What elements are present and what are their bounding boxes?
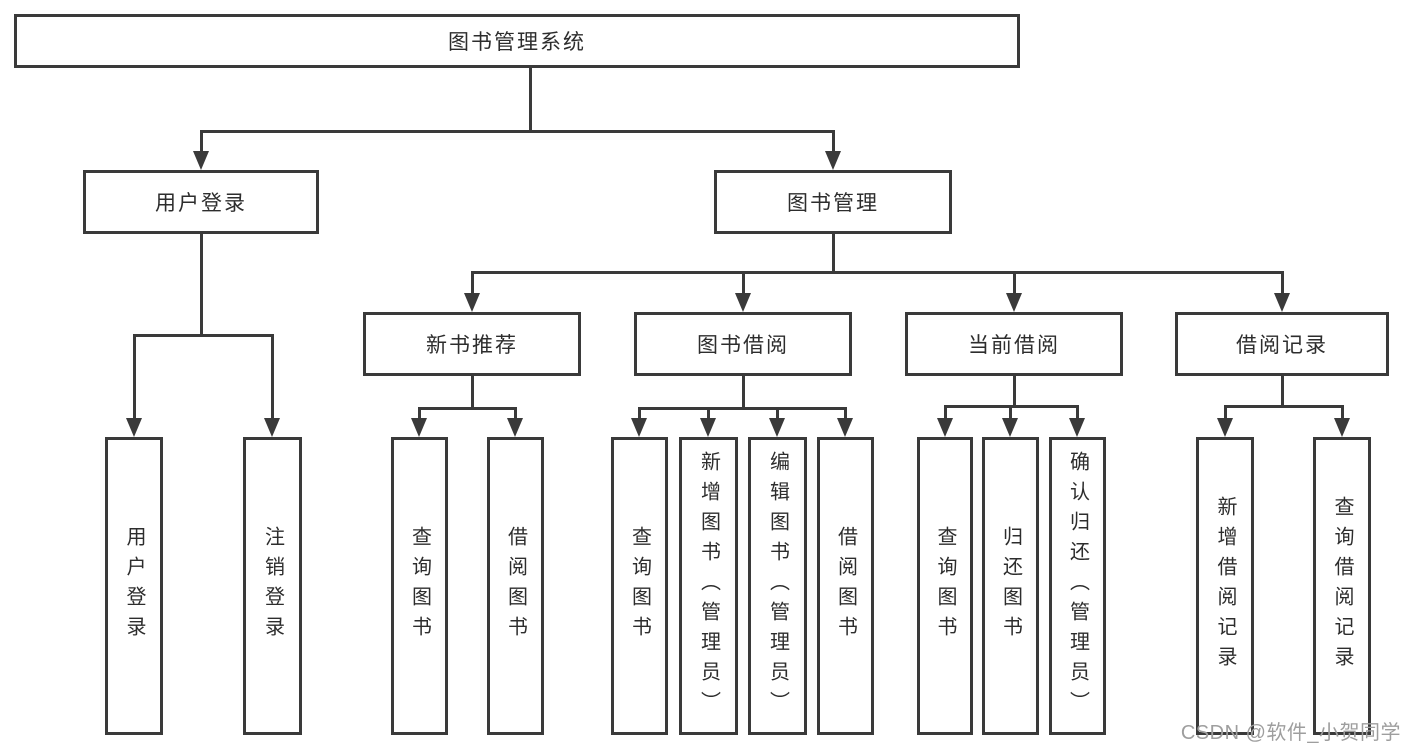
connector-borrow-record-drop <box>1281 376 1284 407</box>
node-leaf-query-book-current-label: 查询图书 <box>934 526 956 646</box>
connector-leaf-edit-book-stem <box>776 407 779 420</box>
connector-leaf-add-rec-stem <box>1224 405 1227 420</box>
node-leaf-borrow-book-rec-label: 借阅图书 <box>504 526 527 646</box>
node-leaf-borrow-book-rec: 借阅图书 <box>487 437 544 735</box>
arrow-to-leaf-borrow2 <box>837 418 853 437</box>
node-leaf-query-book-borrow-label: 查询图书 <box>628 526 651 646</box>
connector-leaf-return-stem <box>1009 405 1012 420</box>
arrow-to-leaf-borrow1 <box>507 418 523 437</box>
connector-book-mgmt-drop <box>832 234 835 272</box>
node-leaf-query-book-current: 查询图书 <box>917 437 973 735</box>
arrow-to-leaf-logout <box>264 418 280 437</box>
node-book-mgmt-label: 图书管理 <box>787 192 879 215</box>
node-book-mgmt: 图书管理 <box>714 170 952 234</box>
node-leaf-edit-book-label: 编辑图书（管理员） <box>766 451 789 721</box>
arrow-to-leaf-login <box>126 418 142 437</box>
node-leaf-add-book: 新增图书（管理员） <box>679 437 738 735</box>
node-leaf-user-login-label: 用户登录 <box>123 526 145 646</box>
node-new-book-rec: 新书推荐 <box>363 312 581 376</box>
connector-leaf-query1-stem <box>418 407 421 420</box>
connector-leaf-query3-stem <box>944 405 947 420</box>
arrow-to-leaf-add-book <box>700 418 716 437</box>
node-current-borrow-label: 当前借阅 <box>968 334 1060 357</box>
connector-user-group-hline <box>133 334 273 337</box>
node-root: 图书管理系统 <box>14 14 1020 68</box>
node-leaf-return-book: 归还图书 <box>982 437 1039 735</box>
connector-borrow-group-hline <box>638 407 846 410</box>
node-leaf-confirm-return: 确认归还（管理员） <box>1049 437 1106 735</box>
node-leaf-return-book-label: 归还图书 <box>999 526 1022 646</box>
connector-user-login-stem <box>200 130 203 154</box>
arrow-to-borrow-record <box>1274 293 1290 312</box>
node-current-borrow: 当前借阅 <box>905 312 1123 376</box>
connector-leaf-query-rec-stem <box>1341 405 1344 420</box>
node-leaf-query-book-rec-label: 查询图书 <box>408 526 431 646</box>
connector-leaf-confirm-stem <box>1076 405 1079 420</box>
arrow-to-leaf-query-rec <box>1334 418 1350 437</box>
node-leaf-borrow-book-borrow-label: 借阅图书 <box>834 526 857 646</box>
arrow-to-new-book-rec <box>464 293 480 312</box>
node-book-borrow-label: 图书借阅 <box>697 334 789 357</box>
node-leaf-query-borrow-record: 查询借阅记录 <box>1313 437 1371 735</box>
node-new-book-rec-label: 新书推荐 <box>426 334 518 357</box>
connector-record-group-hline <box>1224 405 1343 408</box>
connector-leaf-login-stem <box>133 334 136 420</box>
connector-level2-hline <box>200 130 834 133</box>
connector-book-borrow-stem <box>742 271 745 295</box>
connector-leaf-borrow2-stem <box>844 407 847 420</box>
node-user-login: 用户登录 <box>83 170 319 234</box>
node-leaf-query-borrow-record-label: 查询借阅记录 <box>1331 496 1353 676</box>
node-user-login-label: 用户登录 <box>155 192 247 215</box>
connector-leaf-borrow1-stem <box>514 407 517 420</box>
node-leaf-query-book-borrow: 查询图书 <box>611 437 668 735</box>
node-leaf-user-login: 用户登录 <box>105 437 163 735</box>
arrow-to-user-login <box>193 151 209 170</box>
connector-root-stem <box>529 68 532 131</box>
connector-user-login-drop <box>200 234 203 335</box>
connector-level3-hline <box>471 271 1283 274</box>
arrow-to-book-borrow <box>735 293 751 312</box>
arrow-to-leaf-query3 <box>937 418 953 437</box>
arrow-to-leaf-edit-book <box>769 418 785 437</box>
arrow-to-book-mgmt <box>825 151 841 170</box>
connector-leaf-add-book-stem <box>707 407 710 420</box>
node-leaf-logout-label: 注销登录 <box>261 526 284 646</box>
connector-current-borrow-stem <box>1013 271 1016 295</box>
node-leaf-confirm-return-label: 确认归还（管理员） <box>1066 451 1089 721</box>
connector-leaf-query2-stem <box>638 407 641 420</box>
connector-new-book-rec-stem <box>471 271 474 295</box>
node-book-borrow: 图书借阅 <box>634 312 852 376</box>
connector-new-book-rec-drop <box>471 376 474 408</box>
csdn-watermark: CSDN @软件_小贺同学 <box>1180 722 1401 744</box>
node-leaf-logout: 注销登录 <box>243 437 302 735</box>
node-leaf-borrow-book-borrow: 借阅图书 <box>817 437 874 735</box>
connector-book-mgmt-stem <box>832 130 835 154</box>
connector-rec-group-hline <box>418 407 516 410</box>
arrow-to-leaf-query1 <box>411 418 427 437</box>
arrow-to-leaf-confirm <box>1069 418 1085 437</box>
arrow-to-leaf-add-rec <box>1217 418 1233 437</box>
node-leaf-edit-book: 编辑图书（管理员） <box>748 437 807 735</box>
node-borrow-record: 借阅记录 <box>1175 312 1389 376</box>
connector-leaf-logout-stem <box>271 334 274 420</box>
arrow-to-leaf-query2 <box>631 418 647 437</box>
node-leaf-add-borrow-record: 新增借阅记录 <box>1196 437 1254 735</box>
node-leaf-add-book-label: 新增图书（管理员） <box>697 451 720 721</box>
connector-current-borrow-drop <box>1013 376 1016 407</box>
connector-book-borrow-drop <box>742 376 745 408</box>
node-root-label: 图书管理系统 <box>448 31 586 54</box>
arrow-to-leaf-return <box>1002 418 1018 437</box>
node-leaf-add-borrow-record-label: 新增借阅记录 <box>1214 496 1236 676</box>
node-borrow-record-label: 借阅记录 <box>1236 334 1328 357</box>
node-leaf-query-book-rec: 查询图书 <box>391 437 448 735</box>
arrow-to-current-borrow <box>1006 293 1022 312</box>
connector-borrow-record-stem <box>1281 271 1284 295</box>
